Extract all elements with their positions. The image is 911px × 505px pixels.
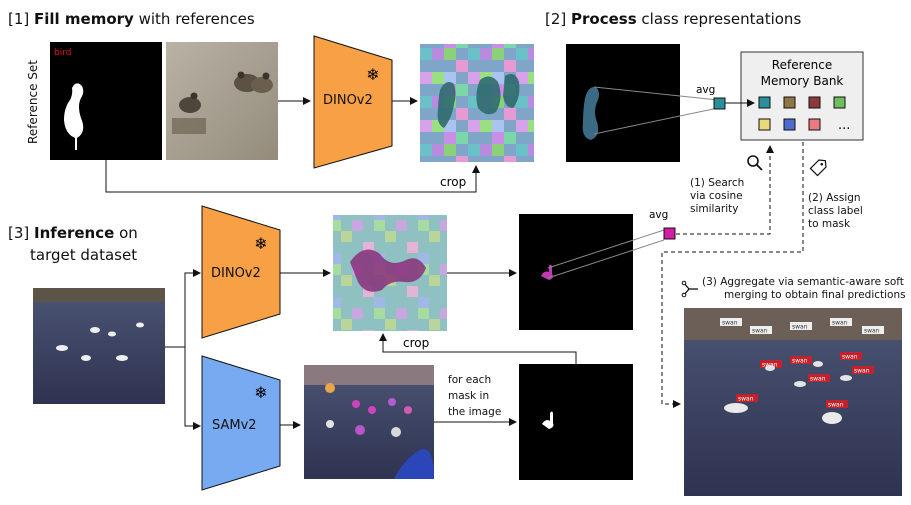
merge-icon [681, 280, 698, 298]
prediction-tag-label: swan [842, 354, 858, 361]
memory-cell [783, 118, 796, 131]
snowflake-icon-3: ❄ [254, 383, 267, 402]
feature-map-top [420, 44, 534, 162]
prediction-tag-label: swan [864, 328, 880, 335]
reference-set-label: Reference Set [26, 60, 40, 144]
prediction-tag-label: swan [752, 328, 768, 335]
memory-bank-title-line1: Reference [772, 58, 832, 72]
avg-embedding-teal [713, 97, 726, 110]
for-each-mask-text: for each mask in the image [448, 374, 502, 418]
memory-cell [758, 118, 771, 131]
prediction-tag-label: swan [792, 358, 808, 365]
dinov2-label-bottom: DINOv2 [211, 266, 261, 281]
prediction-tag [826, 400, 848, 408]
prediction-tag [750, 326, 772, 334]
prediction-tag [790, 356, 812, 364]
snowflake-icon: ❄ [366, 65, 379, 84]
avg-label-bottom: avg [649, 209, 668, 221]
samv2-encoder [201, 355, 281, 491]
dinov2-label-top: DINOv2 [323, 93, 373, 108]
prediction-tag [790, 322, 812, 330]
reference-memory-bank: Reference Memory Bank ... [740, 51, 864, 141]
prediction-tag [720, 318, 742, 326]
prediction-tag-label: swan [722, 320, 738, 327]
prediction-tag-label: swan [738, 396, 754, 403]
prediction-tag [840, 352, 862, 360]
memory-bank-title-line2: Memory Bank [761, 74, 844, 88]
aggregate-step-text: (3) Aggregate via semantic-aware soft me… [702, 276, 906, 301]
dinov2-encoder-bottom [201, 205, 281, 339]
final-predictions-image: swan swan swan swan swan swan swan swan swan swan… [684, 308, 902, 496]
prediction-tag-label: swan [832, 320, 848, 327]
reference-mask-image: bird [50, 42, 162, 160]
samv2-label: SAMv2 [212, 418, 257, 433]
sam-segmentation-image [304, 365, 434, 479]
heading-fill-memory: [1] Fill memory with references [8, 10, 255, 28]
prediction-tag [862, 326, 884, 334]
single-mask-image [519, 364, 633, 480]
feature-map-bottom [333, 215, 447, 331]
avg-embedding-magenta [663, 227, 676, 240]
dinov2-encoder-top [313, 35, 393, 169]
memory-cell [783, 96, 796, 109]
prediction-tag [760, 360, 782, 368]
target-image [33, 288, 165, 404]
assign-step-text: (2) Assign class label to mask [808, 192, 863, 230]
prediction-tag [852, 366, 874, 374]
heading-inference: [3] Inference on target dataset [8, 224, 138, 264]
prediction-tag-label: swan [854, 368, 870, 375]
bird-class-label: bird [54, 48, 71, 58]
memory-cell [758, 96, 771, 109]
memory-cell [808, 118, 821, 131]
prediction-tag [736, 394, 758, 402]
crop-label-top: crop [440, 175, 466, 189]
avg-label-top: avg [696, 84, 715, 96]
masked-feature-image [566, 44, 680, 162]
crop-label-bottom: crop [403, 336, 429, 350]
prediction-tag [830, 318, 852, 326]
heading-process: [2] Process class representations [545, 10, 802, 28]
tag-icon [809, 159, 827, 177]
search-step-text: (1) Search via cosine similarity [690, 177, 745, 215]
prediction-tag-label: swan [762, 362, 778, 369]
reference-photo [166, 42, 278, 160]
snowflake-icon-2: ❄ [254, 234, 267, 253]
search-icon [747, 155, 763, 171]
prediction-tag-label: swan [828, 402, 844, 409]
memory-cell [808, 96, 821, 109]
mask-feature-image [519, 214, 633, 330]
memory-cell [833, 96, 846, 109]
prediction-tag-label: swan [792, 324, 808, 331]
prediction-tag-label: swan [810, 376, 826, 383]
prediction-tag [808, 374, 830, 382]
memory-bank-ellipsis: ... [838, 118, 850, 133]
